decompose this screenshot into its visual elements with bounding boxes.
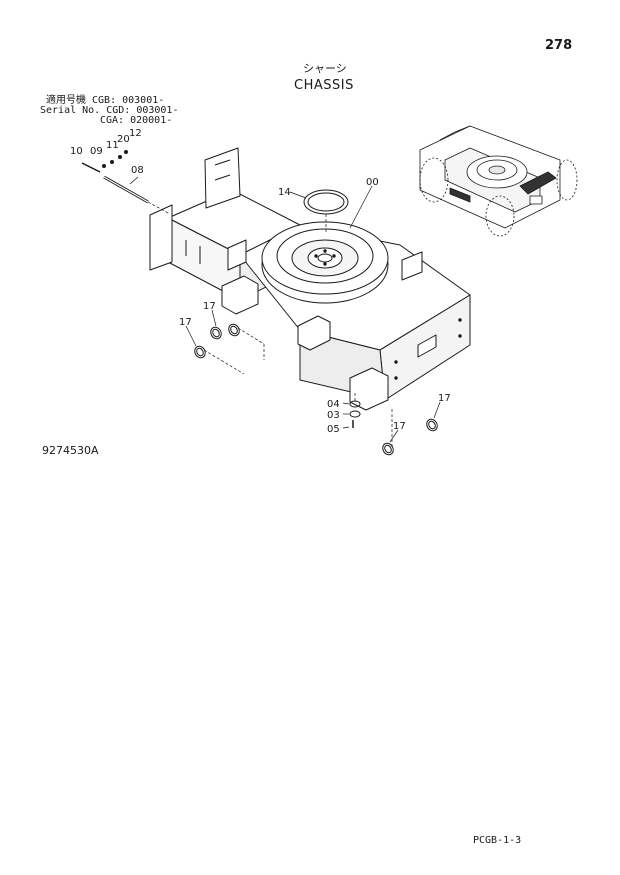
- drawing-number: 9274530A: [42, 444, 99, 457]
- callout-04: 04: [327, 399, 340, 410]
- callout-12: 12: [129, 128, 142, 139]
- title-english: CHASSIS: [294, 78, 354, 93]
- callout-03: 03: [327, 410, 340, 421]
- title-japanese: シャーシ: [303, 62, 347, 75]
- callout-08: 08: [131, 165, 144, 176]
- swing-bearing-ring: [261, 221, 389, 304]
- leader-lines: [129, 176, 441, 443]
- page-code: PCGB-1-3: [473, 835, 522, 846]
- callout-17-a: 17: [203, 301, 216, 312]
- callout-11: 11: [106, 140, 119, 151]
- callout-17-b: 17: [179, 317, 192, 328]
- callout-20: 20: [117, 134, 130, 145]
- callout-00: 00: [366, 177, 379, 188]
- callout-14: 14: [278, 187, 291, 198]
- serial-line-3: CGA: 020001-: [100, 115, 173, 126]
- serial-line-1: 適用号機 CGB: 003001-: [46, 95, 165, 106]
- pin-part: [103, 175, 149, 204]
- small-bolt-parts: [81, 150, 128, 173]
- page-number: 278: [545, 38, 573, 53]
- callout-05: 05: [327, 424, 340, 435]
- assembly-guide-lines: [147, 201, 393, 447]
- seal-ring-part: [303, 189, 349, 215]
- inset-machine-view: [419, 125, 578, 237]
- callout-10: 10: [70, 146, 83, 157]
- callout-17-c: 17: [438, 393, 451, 404]
- callout-17-d: 17: [393, 421, 406, 432]
- callout-09: 09: [90, 146, 103, 157]
- serial-line-2: Serial No. CGD: 003001-: [40, 105, 179, 116]
